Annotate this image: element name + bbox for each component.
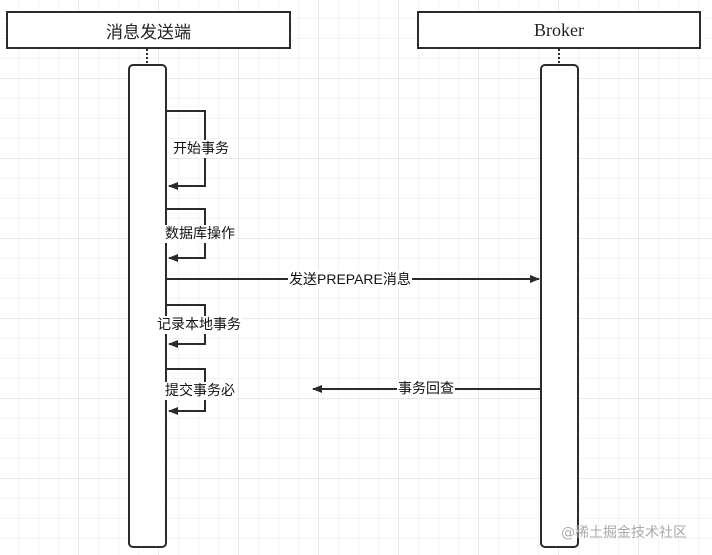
label-send-prepare: 发送PREPARE消息: [288, 270, 412, 288]
watermark: @稀土掘金技术社区: [561, 525, 687, 541]
participant-sender-label: 消息发送端: [106, 22, 191, 43]
participant-broker: Broker: [417, 11, 701, 49]
label-db-operation: 数据库操作: [164, 225, 236, 243]
participant-sender: 消息发送端: [6, 11, 291, 49]
sender-activation-bar: [128, 64, 167, 548]
participant-broker-label: Broker: [534, 19, 584, 40]
label-begin-transaction: 开始事务: [172, 140, 230, 158]
broker-activation-bar: [540, 64, 579, 548]
label-transaction-check: 事务回查: [397, 380, 455, 398]
label-record-local: 记录本地事务: [156, 316, 242, 334]
label-commit-transaction: 提交事务必: [164, 382, 236, 400]
